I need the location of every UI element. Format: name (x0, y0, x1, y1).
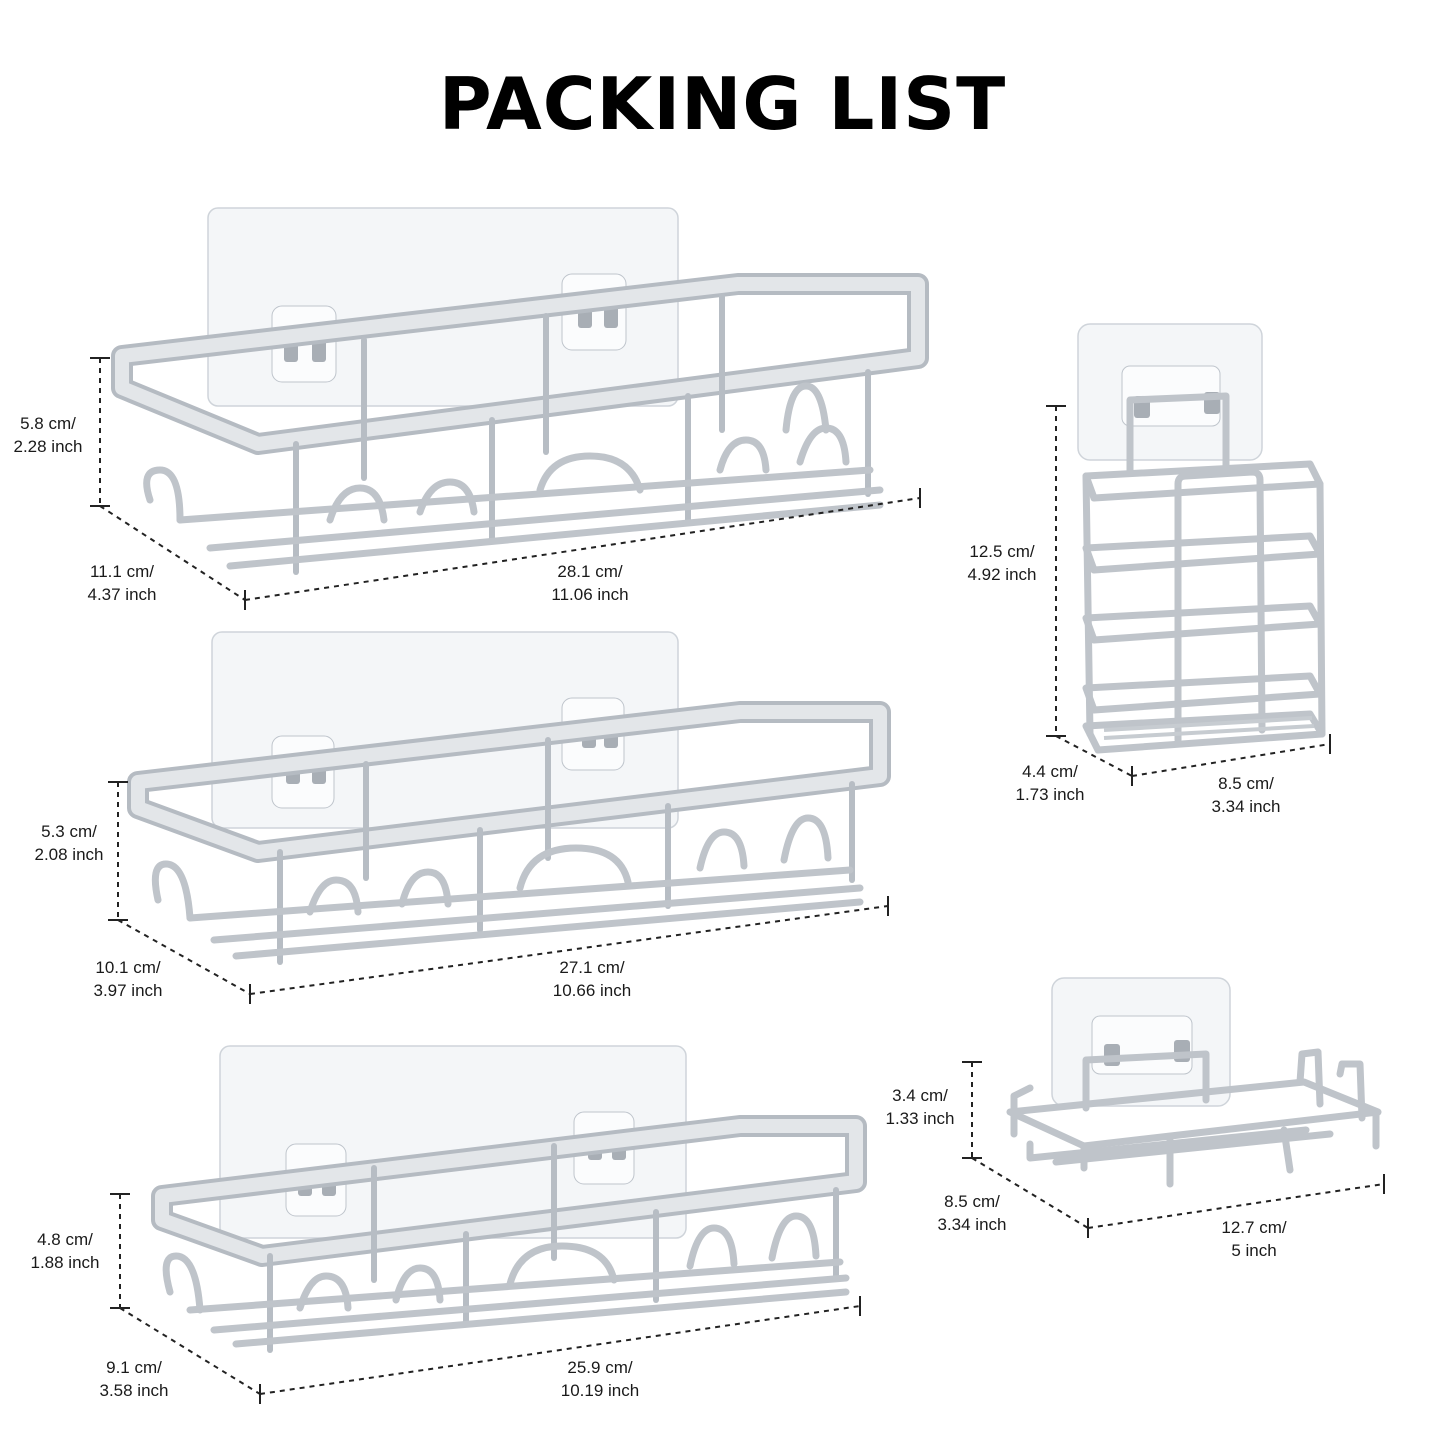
soap-dish-depth-label: 8.5 cm/3.34 inch (937, 1192, 1007, 1234)
medium-shelf-height-label: 5.3 cm/2.08 inch (34, 822, 104, 864)
medium-shelf-illustration (127, 631, 891, 965)
tall-holder-width-label: 8.5 cm/3.34 inch (1211, 774, 1281, 816)
small-shelf-width-label: 25.9 cm/10.19 inch (560, 1358, 640, 1400)
dimension-ticks (90, 357, 1385, 1404)
tall-holder-illustration (1077, 323, 1326, 754)
medium-shelf-width-label: 27.1 cm/10.66 inch (552, 958, 632, 1000)
tall-holder-height-label: 12.5 cm/4.92 inch (967, 542, 1037, 584)
small-shelf-illustration (151, 1045, 867, 1353)
large-shelf-width-label: 28.1 cm/11.06 inch (551, 562, 629, 604)
large-shelf-illustration (111, 207, 929, 575)
soap-dish-width-label: 12.7 cm/5 inch (1221, 1218, 1287, 1260)
large-shelf-depth-label: 11.1 cm/4.37 inch (87, 562, 157, 604)
soap-dish-illustration (1006, 977, 1382, 1188)
medium-shelf-depth-label: 10.1 cm/3.97 inch (93, 958, 163, 1000)
large-shelf-height-label: 5.8 cm/2.28 inch (13, 414, 83, 456)
small-shelf-height-label: 4.8 cm/1.88 inch (30, 1230, 100, 1272)
soap-dish-height-label: 3.4 cm/1.33 inch (885, 1086, 955, 1128)
small-shelf-depth-label: 9.1 cm/3.58 inch (99, 1358, 169, 1400)
tall-holder-depth-label: 4.4 cm/1.73 inch (1015, 762, 1085, 804)
dimension-lines (99, 358, 1385, 1395)
page-title: PACKING LIST (438, 62, 1007, 146)
